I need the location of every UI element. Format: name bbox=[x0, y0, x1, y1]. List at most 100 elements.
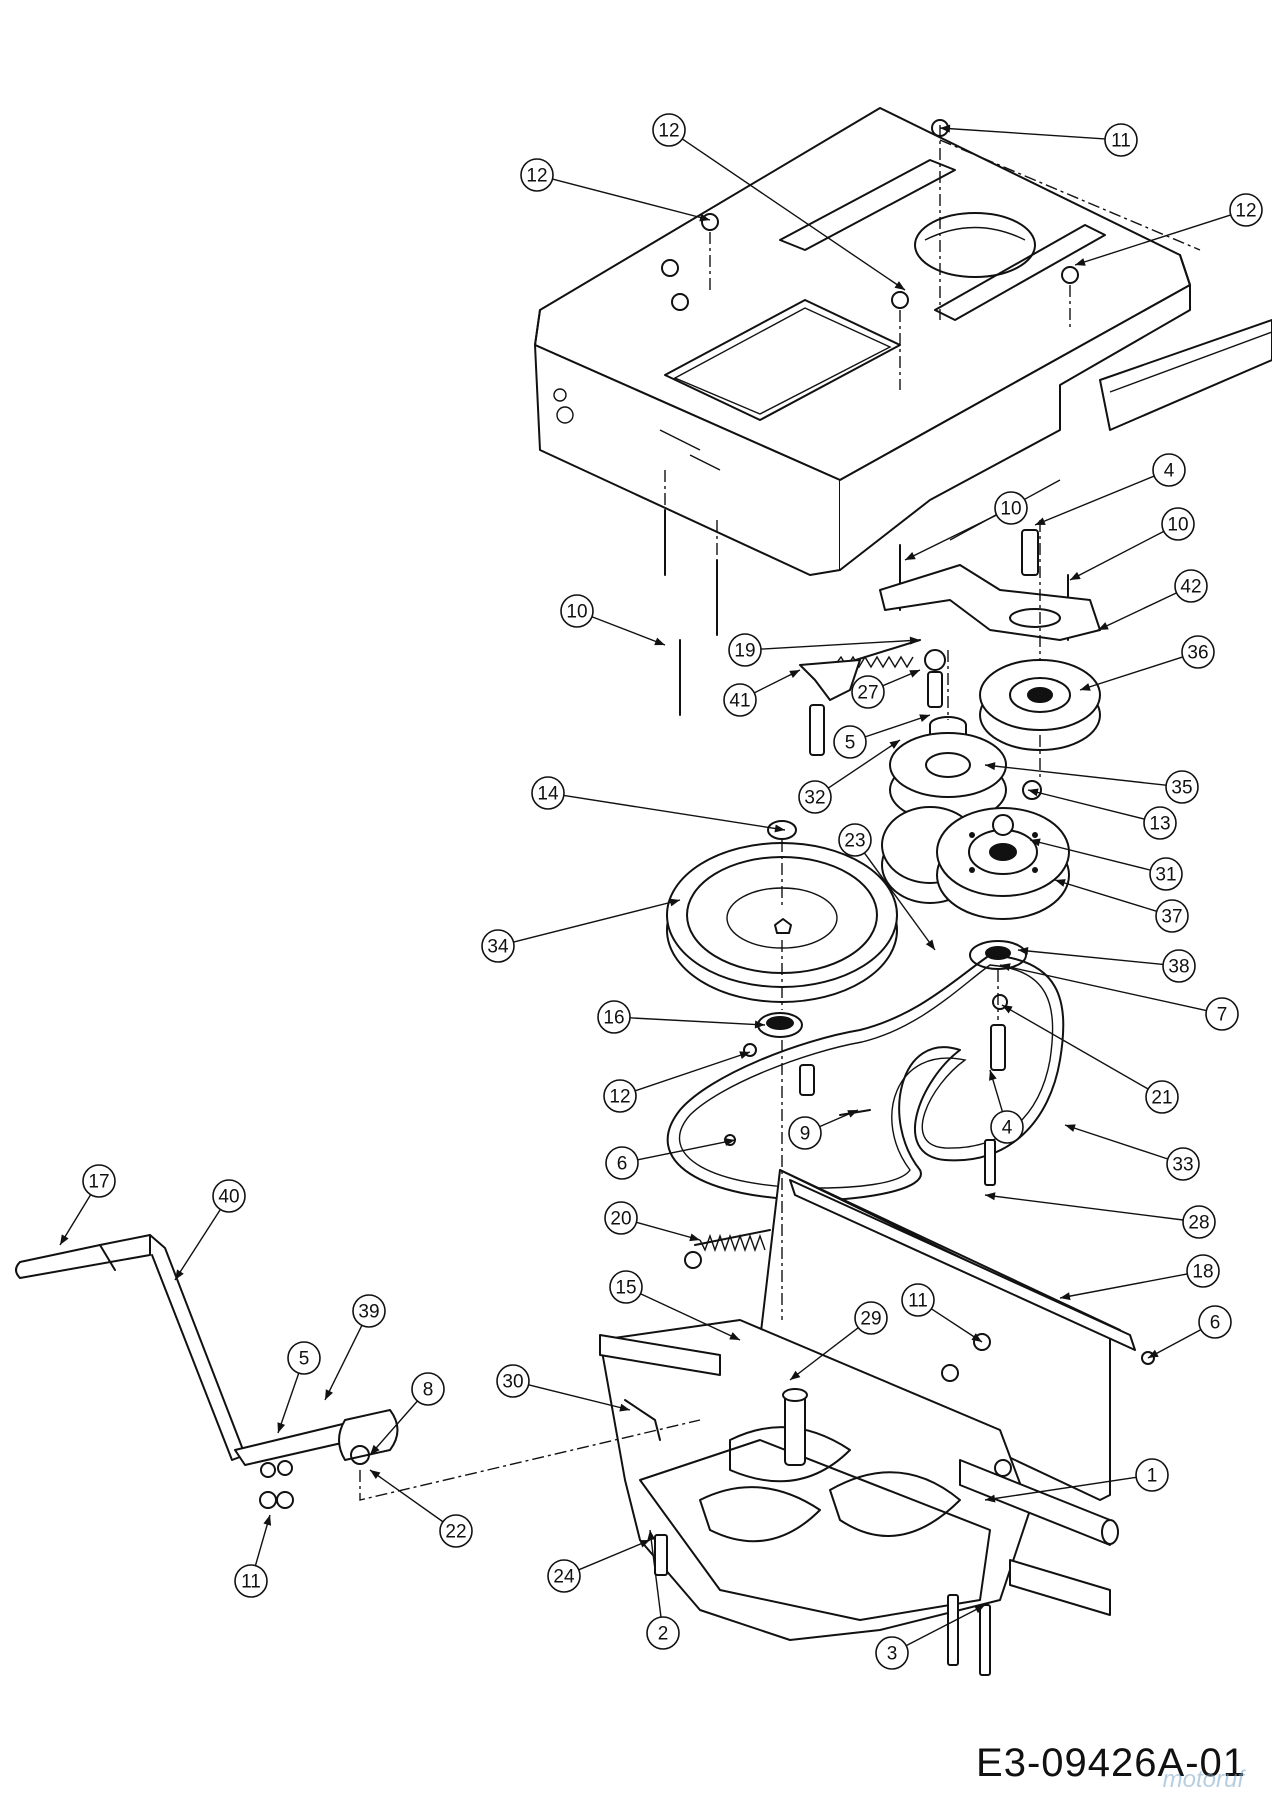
assembly-centerlines bbox=[359, 125, 1201, 1501]
callout-leader bbox=[649, 1529, 662, 1618]
callout-5: 5 bbox=[833, 714, 931, 759]
callout-number: 20 bbox=[610, 1209, 631, 1230]
callout-11: 11 bbox=[939, 123, 1138, 157]
callout-arrowhead bbox=[894, 281, 905, 290]
callout-number: 5 bbox=[845, 733, 856, 754]
callout-17: 17 bbox=[59, 1164, 116, 1246]
callout-number: 11 bbox=[241, 1572, 261, 1593]
callout-38: 38 bbox=[1017, 947, 1196, 983]
callout-arrowhead bbox=[925, 939, 935, 950]
callout-bubble bbox=[901, 1283, 935, 1317]
callout-28: 28 bbox=[984, 1192, 1216, 1239]
callout-arrowhead bbox=[974, 1605, 985, 1614]
callout-bubble bbox=[788, 1116, 822, 1150]
frame-chassis bbox=[534, 107, 1272, 576]
callout-leader bbox=[1059, 1273, 1188, 1299]
callout-leader bbox=[591, 616, 666, 646]
callout-leader bbox=[984, 764, 1167, 786]
callout-leader bbox=[1054, 879, 1157, 912]
callout-bubble bbox=[1229, 193, 1263, 227]
callout-leader bbox=[174, 1209, 221, 1281]
callout-leader bbox=[939, 127, 1106, 140]
callout-bubble bbox=[723, 683, 757, 717]
callout-bubble bbox=[1155, 899, 1189, 933]
callout-bubble bbox=[520, 158, 554, 192]
callout-number: 3 bbox=[887, 1644, 898, 1665]
callout-leader bbox=[563, 794, 786, 831]
callout-leader bbox=[636, 1221, 701, 1241]
callout-6: 6 bbox=[1147, 1305, 1232, 1359]
callout-bubble bbox=[1162, 949, 1196, 983]
callout-number: 10 bbox=[1000, 499, 1021, 520]
callout-leader bbox=[324, 1325, 363, 1401]
callout-21: 21 bbox=[1001, 1004, 1179, 1114]
callout-arrowhead bbox=[754, 1020, 765, 1029]
callout-bubble bbox=[798, 780, 832, 814]
callout-bubble bbox=[1165, 770, 1199, 804]
callout-number: 6 bbox=[617, 1154, 628, 1175]
callout-number: 41 bbox=[729, 691, 750, 712]
callout-36: 36 bbox=[1079, 635, 1215, 691]
callout-leader bbox=[1079, 656, 1183, 691]
callout-number: 35 bbox=[1171, 778, 1192, 799]
callout-bubble bbox=[1182, 1205, 1216, 1239]
callout-32: 32 bbox=[798, 739, 901, 814]
callout-leader bbox=[1034, 475, 1155, 526]
callout-arrowhead bbox=[724, 1138, 735, 1146]
callout-number: 18 bbox=[1192, 1262, 1213, 1283]
callout-15: 15 bbox=[609, 1270, 741, 1341]
callout-arrowhead bbox=[909, 670, 920, 678]
callout-arrowhead bbox=[689, 1233, 700, 1242]
callout-number: 32 bbox=[804, 788, 825, 809]
callout-number: 37 bbox=[1161, 907, 1182, 928]
callout-bubble bbox=[1145, 1080, 1179, 1114]
callout-arrowhead bbox=[1098, 622, 1109, 630]
idler-pulley-36 bbox=[979, 659, 1101, 751]
callout-37: 37 bbox=[1054, 879, 1189, 933]
callout-31: 31 bbox=[1029, 838, 1183, 891]
callout-bubble bbox=[1143, 806, 1177, 840]
callout-bubble bbox=[411, 1372, 445, 1406]
callout-number: 6 bbox=[1210, 1313, 1221, 1334]
callout-arrowhead bbox=[1060, 1292, 1071, 1301]
callout-leader bbox=[552, 178, 711, 221]
callout-10: 10 bbox=[1069, 507, 1195, 581]
callout-number: 4 bbox=[1164, 461, 1175, 482]
callout-arrowhead bbox=[789, 670, 800, 679]
callout-arrowhead bbox=[739, 1051, 750, 1059]
drawing-number: E3-09426A-01 bbox=[976, 1741, 1246, 1785]
callout-1: 1 bbox=[984, 1458, 1169, 1503]
callout-bubble bbox=[1174, 569, 1208, 603]
callout-bubble bbox=[531, 776, 565, 810]
callout-40: 40 bbox=[174, 1179, 246, 1281]
callout-arrowhead bbox=[370, 1444, 380, 1455]
callout-leader bbox=[1074, 214, 1231, 266]
callout-number: 16 bbox=[603, 1008, 624, 1029]
callout-6: 6 bbox=[605, 1138, 736, 1180]
callout-10: 10 bbox=[904, 491, 1028, 561]
callout-leader bbox=[984, 1476, 1137, 1501]
callout-number: 11 bbox=[1111, 131, 1131, 152]
shift-lever-assembly bbox=[15, 1234, 399, 1509]
callout-29: 29 bbox=[789, 1301, 888, 1381]
callout-bubble bbox=[875, 1636, 909, 1670]
callout-number: 27 bbox=[857, 683, 878, 704]
callout-leader bbox=[369, 1400, 418, 1456]
callout-18: 18 bbox=[1059, 1254, 1220, 1301]
callout-bubble bbox=[1135, 1458, 1169, 1492]
callout-number: 12 bbox=[609, 1087, 630, 1108]
callout-22: 22 bbox=[369, 1469, 473, 1548]
callout-leader bbox=[1097, 592, 1177, 631]
callout-number: 15 bbox=[615, 1278, 636, 1299]
callout-leader bbox=[528, 1384, 631, 1411]
callout-leader bbox=[634, 1051, 751, 1092]
callout-number: 39 bbox=[358, 1302, 379, 1323]
callout-arrowhead bbox=[639, 1540, 650, 1548]
callout-bubble bbox=[1186, 1254, 1220, 1288]
callout-arrowhead bbox=[1148, 1349, 1159, 1358]
callout-bubble bbox=[854, 1301, 888, 1335]
callout-leader bbox=[1017, 949, 1164, 966]
callout-bubble bbox=[1149, 857, 1183, 891]
callout-arrowhead bbox=[847, 1110, 858, 1118]
